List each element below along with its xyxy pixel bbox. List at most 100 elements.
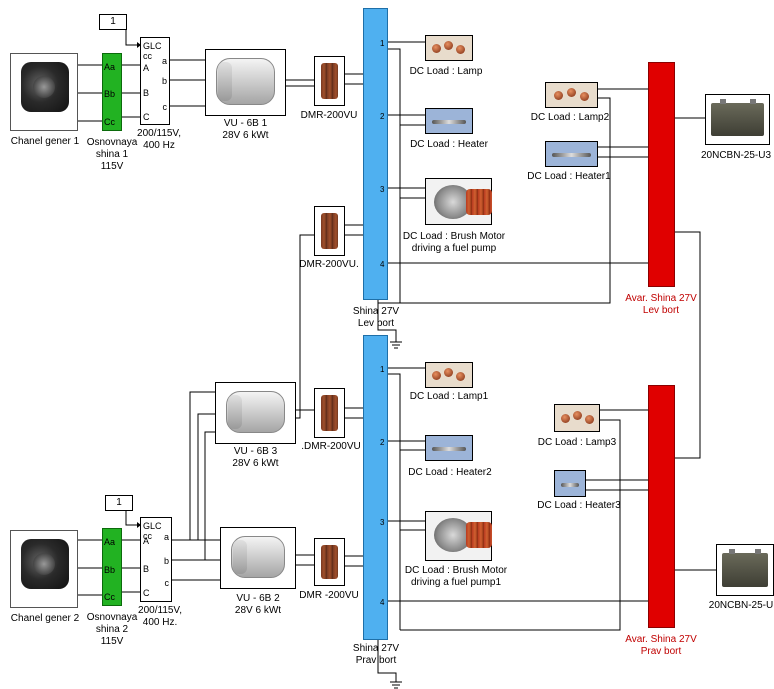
heater-rod-icon [552,153,591,157]
emergency-bus-right-label: Avar. Shina 27V Prav bort [616,634,706,658]
relay-icon [321,395,338,431]
main-bus-1-port-a: Aa [104,62,115,72]
rectifier-vu1-label: VU - 6B 1 28V 6 kWt [205,118,286,142]
emergency-bus-left[interactable] [648,62,675,287]
dc-bus-right-port-3: 3 [380,518,384,527]
dc-bus-right-port-1: 1 [380,365,384,374]
battery-icon [722,553,768,587]
emergency-bus-right[interactable] [648,385,675,628]
motor-coil-icon [466,522,492,548]
generator-hub-icon [33,553,55,575]
bulb-icon [561,414,570,423]
regulator-dmr2-label: DMR-200VU. [296,259,362,271]
transformer-2-in-a: A [143,536,149,546]
dc-bus-right-port-4: 4 [380,598,384,607]
load-motor-label: DC Load : Brush Motor driving a fuel pum… [398,231,510,255]
load-lamp1[interactable] [425,362,473,388]
generator-2[interactable] [10,530,78,608]
bulb-icon [456,45,465,54]
transformer-2-in-b: B [143,564,149,574]
transformer-2-in-c: C [143,588,150,598]
main-bus-1[interactable]: Aa Bb Cc [102,53,122,131]
load-motor1[interactable] [425,511,492,561]
regulator-dmr3-label: .DMR-200VU [298,441,364,453]
battery-terminal-icon [750,99,756,104]
battery-1[interactable] [705,94,770,145]
generator-hub-icon [33,76,55,98]
transformer-2-out-c: c [165,578,170,588]
relay-icon [321,213,338,249]
generator-1[interactable] [10,53,78,131]
emergency-bus-left-label: Avar. Shina 27V Lev bort [616,293,706,317]
load-lamp2-label: DC Load : Lamp2 [521,112,619,124]
load-heater3[interactable] [554,470,586,497]
regulator-dmr4[interactable] [314,538,345,586]
bulb-icon [580,92,589,101]
rectifier-vu2[interactable] [220,527,296,589]
rectifier-vu3-label: VU - 6B 3 28V 6 kWt [215,446,296,470]
load-lamp3[interactable] [554,404,600,432]
dc-bus-left-port-4: 4 [380,260,384,269]
transformer-1[interactable]: GLC cc A B C a b c [140,37,170,125]
battery-terminal-icon [729,549,735,554]
motor-coil-icon [466,189,492,215]
transformer-2-out-b: b [164,556,169,566]
battery-2[interactable] [716,544,774,596]
bulb-icon [567,88,576,97]
load-lamp3-label: DC Load : Lamp3 [528,437,626,449]
dc-bus-right-label: Shina 27V Prav bort [344,643,408,667]
load-heater1[interactable] [545,141,598,167]
transformer-1-out-a: a [162,56,167,66]
bulb-icon [585,415,594,424]
main-bus-1-port-c: Cc [104,117,115,127]
heater-rod-icon [561,483,579,487]
transformer-1-out-c: c [163,102,168,112]
transformer-1-in-a: A [143,63,149,73]
transformer-1-label: 200/115V, 400 Hz [128,128,190,152]
heater-rod-icon [432,447,466,451]
heater-rod-icon [432,120,466,124]
battery-terminal-icon [755,549,761,554]
bulb-icon [432,371,441,380]
main-bus-2-port-b: Bb [104,565,115,575]
relay-icon [321,545,338,579]
bulb-icon [573,411,582,420]
dc-bus-left[interactable]: 1 2 3 4 [363,8,388,300]
transformer-2[interactable]: GLC cc A B C a b c [140,517,172,602]
bulb-icon [444,368,453,377]
load-heater1-label: DC Load : Heater1 [517,171,621,183]
bulb-icon [444,41,453,50]
load-heater2-label: DC Load : Heater2 [400,467,500,479]
rectifier-vu1[interactable] [205,49,286,116]
dc-bus-right-port-2: 2 [380,438,384,447]
rectifier-endcap-icon [233,540,247,574]
generator-2-label: Chanel gener 2 [4,613,86,625]
battery-icon [711,103,764,136]
transformer-1-out-b: b [162,76,167,86]
battery-2-label: 20NCBN-25-U [708,600,774,612]
load-heater[interactable] [425,108,473,134]
regulator-dmr3[interactable] [314,388,345,438]
constant-block-2[interactable]: 1 [105,495,133,511]
load-motor1-label: DC Load : Brush Motor driving a fuel pum… [398,565,514,589]
regulator-dmr4-label: DMR -200VU [296,590,362,602]
bulb-icon [456,372,465,381]
battery-1-label: 20NCBN-25-U3 [698,150,774,162]
bulb-icon [432,44,441,53]
load-lamp[interactable] [425,35,473,61]
load-lamp2[interactable] [545,82,598,108]
rectifier-endcap-icon [218,62,232,101]
rectifier-vu3[interactable] [215,382,296,444]
regulator-dmr2[interactable] [314,206,345,256]
main-bus-1-port-b: Bb [104,89,115,99]
load-motor[interactable] [425,178,492,225]
regulator-dmr1[interactable] [314,56,345,106]
generator-1-label: Chanel gener 1 [4,136,86,148]
transformer-2-out-a: a [164,532,169,542]
dc-bus-right[interactable]: 1 2 3 4 [363,335,388,640]
load-lamp-label: DC Load : Lamp [400,66,492,78]
constant-block-1[interactable]: 1 [99,14,127,30]
main-bus-2[interactable]: Aa Bb Cc [102,528,122,606]
load-heater2[interactable] [425,435,473,461]
load-lamp1-label: DC Load : Lamp1 [400,391,498,403]
